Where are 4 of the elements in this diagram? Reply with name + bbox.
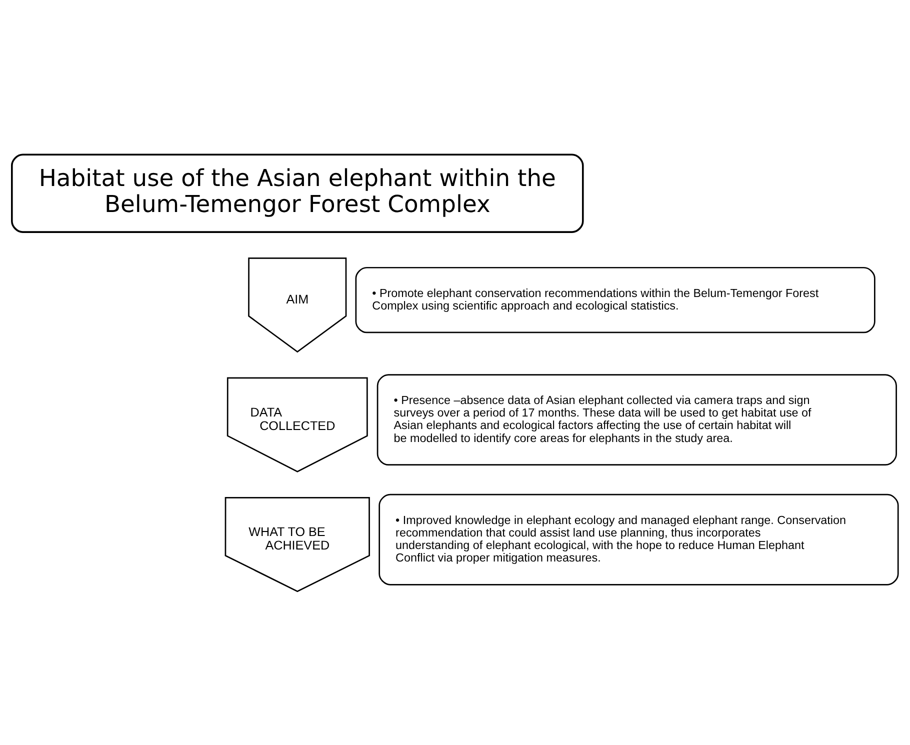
node-box: • Promote elephant conservation recommendations within the Belum-Temengor Forest Complex using scientific approach and ecological statistics. bbox=[355, 266, 876, 333]
node-box: • Improved knowledge in elephant ecology and managed elephant range. Conservation recommendation that could assist land use planning, thus incorporates understanding of elephant ecological, with the hope to reduce Human Elephant Conflict via proper mitigation measures. bbox=[378, 493, 899, 585]
node-box: • Presence –absence data of Asian elephant collected via camera traps and sign surveys over a period of 17 months. These data will be used to get habitat use of Asian elephants and ecological factors affecting the use of certain habitat will be modelled to identify core areas for elephants in the study area. bbox=[376, 374, 897, 466]
node-box: Habitat use of the Asian elephant within the Belum-Temengor Forest Complex bbox=[11, 153, 584, 232]
